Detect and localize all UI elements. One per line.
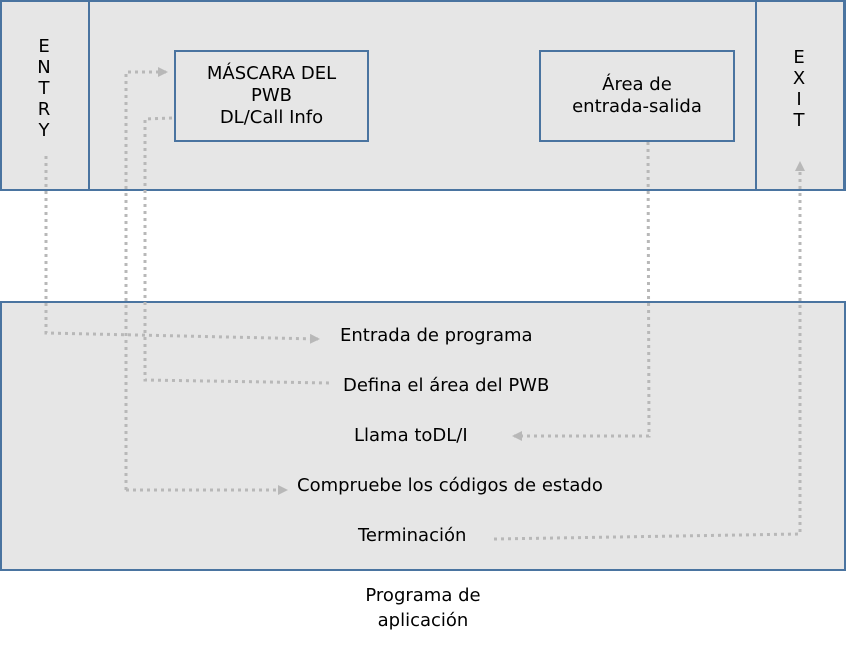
step-termination: Terminación xyxy=(358,525,467,546)
pcb-mask-box: MÁSCARA DEL PWB DL/Call Info xyxy=(174,50,369,142)
step-check-status: Compruebe los códigos de estado xyxy=(297,475,603,496)
io-area-box: Área de entrada-salida xyxy=(539,50,735,142)
exit-label: E X I T xyxy=(792,47,806,131)
step-call-dli: Llama toDL/I xyxy=(354,425,468,446)
step-program-entry: Entrada de programa xyxy=(340,325,533,346)
application-program-caption: Programa de aplicación xyxy=(365,585,481,631)
step-define-pcb: Defina el área del PWB xyxy=(343,375,550,396)
entry-label: E N T R Y xyxy=(37,36,51,141)
